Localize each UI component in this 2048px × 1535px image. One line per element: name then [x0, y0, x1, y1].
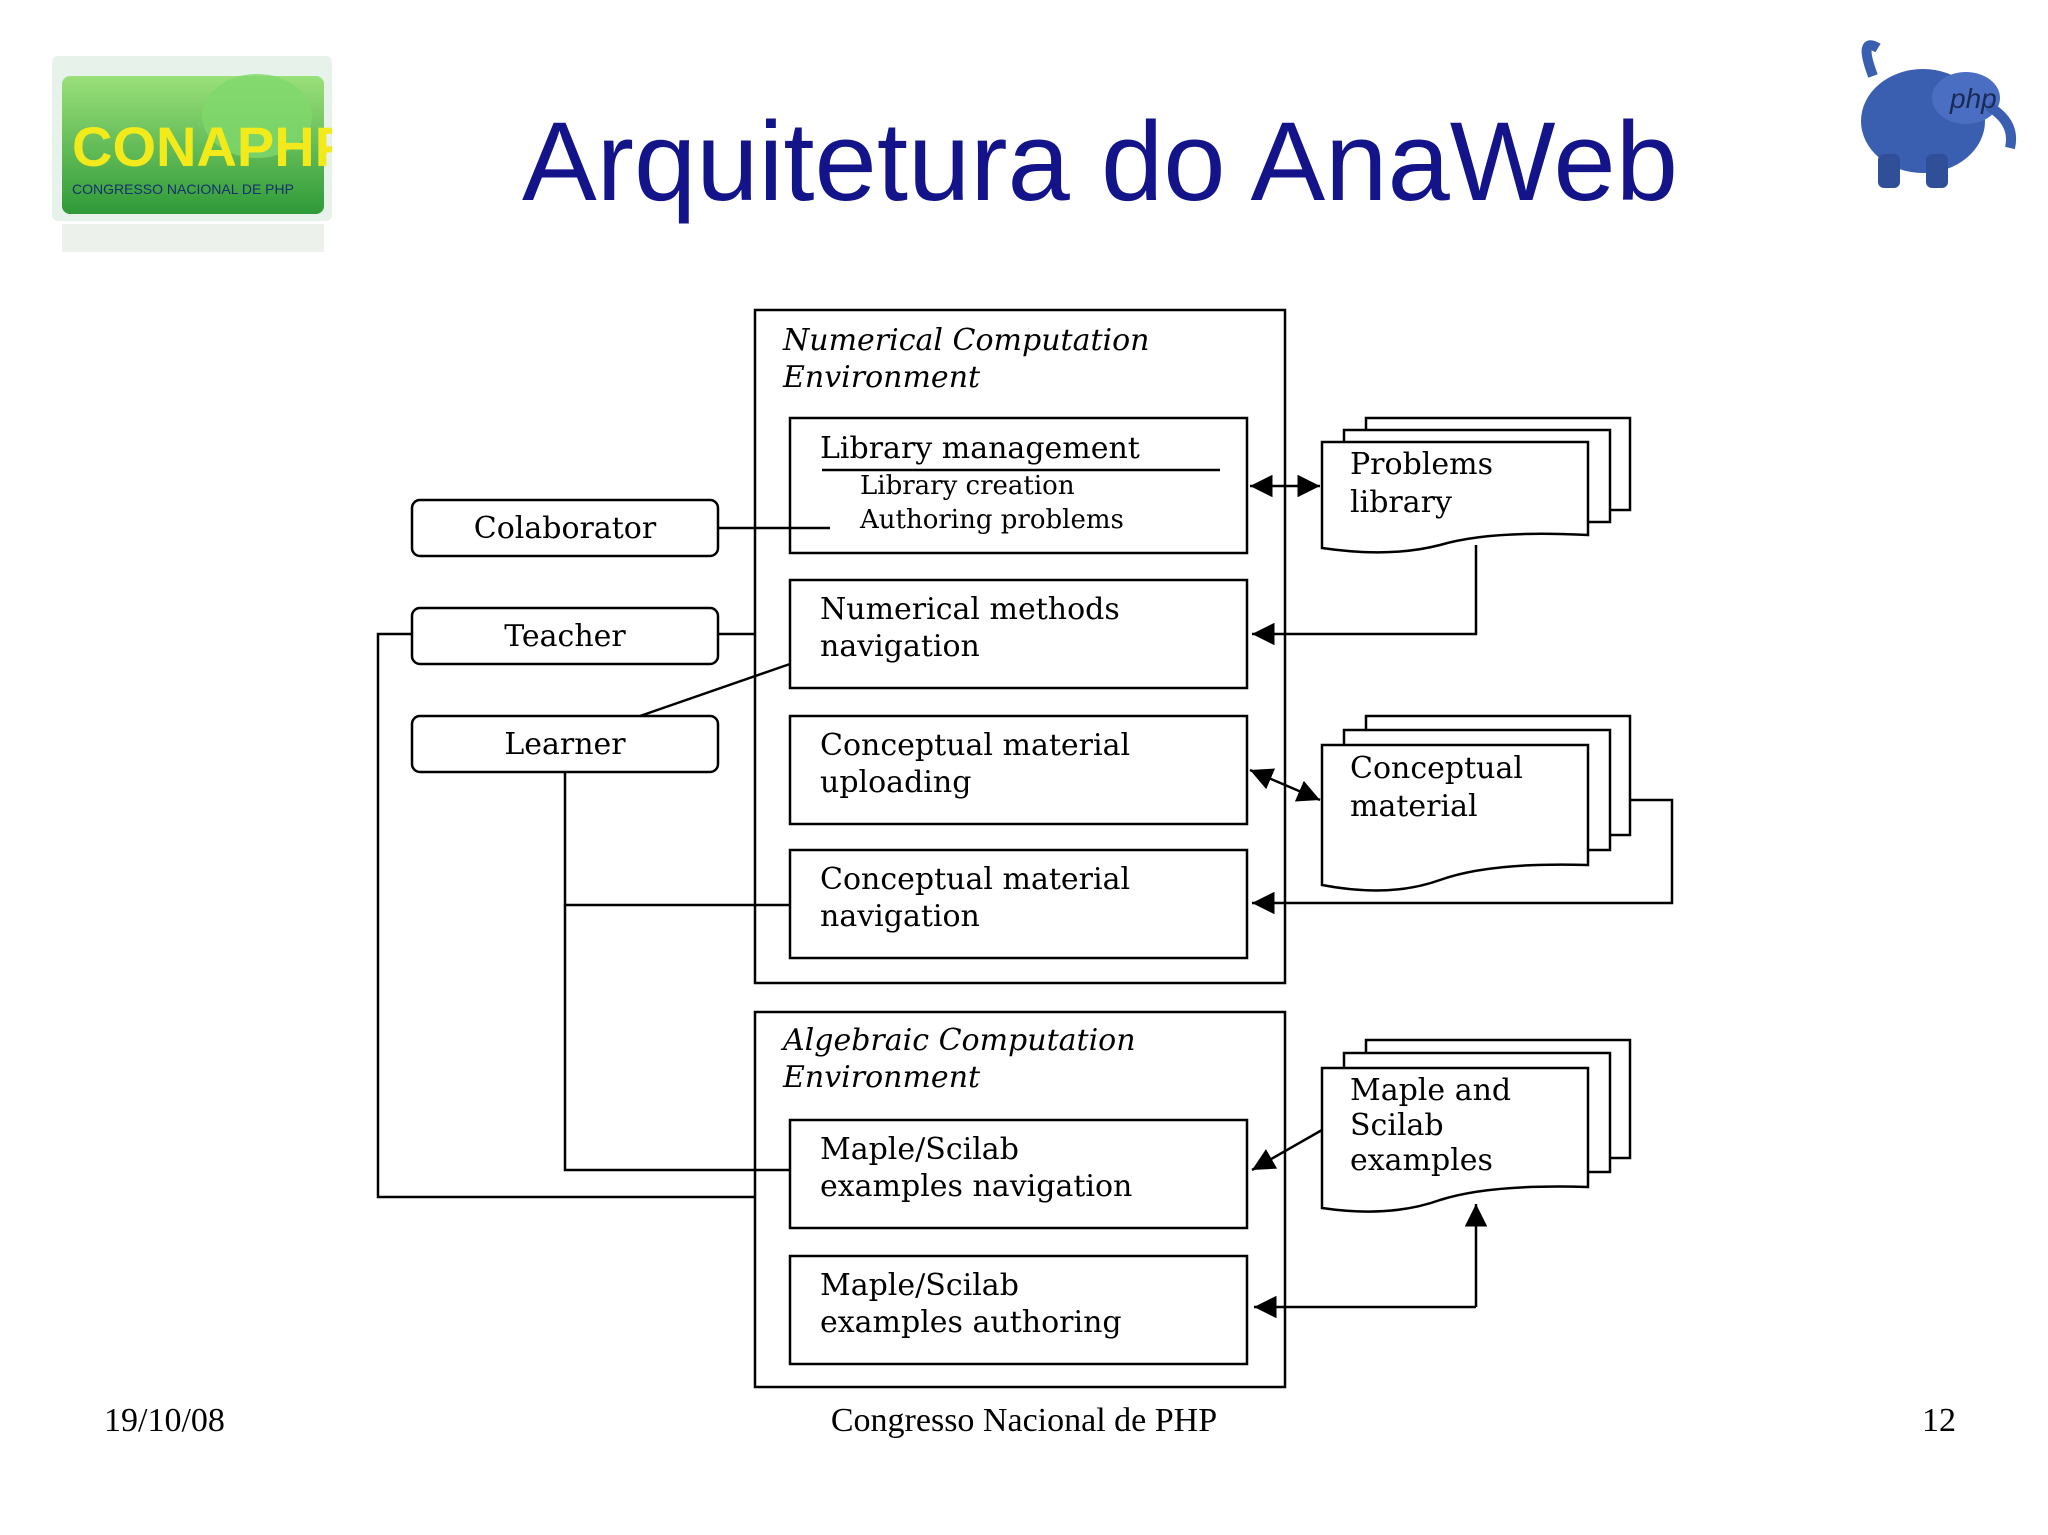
learner-numerical-connector — [639, 662, 791, 718]
teacher-maple-connector — [376, 632, 755, 1199]
conceptual-navigation-label-1: Conceptual material — [820, 862, 1130, 897]
maple-doc-label-1: Maple and — [1350, 1073, 1511, 1108]
conaphp-logo-text: CONAPHP — [72, 115, 332, 178]
footer-title: Congresso Nacional de PHP — [830, 1402, 1218, 1439]
maple-authoring-box — [788, 1254, 1249, 1366]
maple-navigation-label-2: examples navigation — [820, 1169, 1132, 1204]
colaborator-label: Colaborator — [474, 511, 657, 546]
slide-title: Arquitetura do AnaWeb — [521, 99, 1679, 224]
conaphp-logo: CONAPHP CONGRESSO NACIONAL DE PHP — [52, 56, 332, 252]
uploading-conceptual-arrow — [1249, 768, 1321, 802]
conceptual-uploading-label-2: uploading — [820, 765, 971, 800]
numerical-env-label-1: Numerical Computation — [782, 323, 1150, 358]
numerical-env-label-2: Environment — [782, 360, 981, 395]
maple-scilab-doc-stack — [1320, 1038, 1632, 1213]
teacher-box — [410, 606, 720, 666]
php-elephant-icon: php — [1861, 40, 2016, 188]
maple-navigation-label-1: Maple/Scilab — [820, 1132, 1019, 1167]
conceptual-navigation-label-2: navigation — [820, 899, 980, 934]
problems-library-doc-stack — [1320, 416, 1632, 554]
problems-doc-label-2: library — [1350, 485, 1452, 520]
algebraic-environment-box — [753, 1010, 1287, 1389]
problems-doc-label-1: Problems — [1350, 447, 1493, 482]
maple-authoring-label-1: Maple/Scilab — [820, 1268, 1019, 1303]
maple-navigation-arrow — [1251, 1128, 1323, 1172]
authoring-problems-label: Authoring problems — [859, 505, 1124, 535]
numerical-methods-label-1: Numerical methods — [820, 592, 1120, 627]
maple-doc-label-2: Scilab — [1350, 1108, 1444, 1143]
conceptual-doc-label-2: material — [1350, 789, 1478, 824]
library-creation-label: Library creation — [860, 471, 1075, 501]
conaphp-logo-subtext: CONGRESSO NACIONAL DE PHP — [72, 181, 294, 197]
numerical-methods-box — [788, 578, 1249, 690]
numerical-methods-label-2: navigation — [820, 629, 980, 664]
conceptual-doc-label-1: Conceptual — [1350, 751, 1523, 786]
conceptual-uploading-box — [788, 714, 1249, 826]
conceptual-navigation-arrow — [1252, 798, 1674, 915]
footer-date: 19/10/08 — [104, 1402, 225, 1439]
library-management-label: Library management — [820, 431, 1140, 466]
learner-maple-connector — [563, 905, 790, 1172]
numerical-environment-box — [753, 308, 1287, 985]
conceptual-material-doc-stack — [1320, 714, 1632, 892]
maple-navigation-box — [788, 1118, 1249, 1230]
maple-authoring-label-2: examples authoring — [820, 1305, 1122, 1340]
conceptual-uploading-label-1: Conceptual material — [820, 728, 1130, 763]
teacher-label: Teacher — [504, 619, 626, 654]
algebraic-env-label-2: Environment — [782, 1060, 981, 1095]
maple-doc-label-3: examples — [1350, 1143, 1493, 1178]
algebraic-env-label-1: Algebraic Computation — [780, 1023, 1136, 1058]
page-number: 12 — [1922, 1402, 1956, 1439]
learner-label: Learner — [504, 727, 626, 762]
library-management-box — [788, 416, 1249, 555]
php-elephant-text: php — [1949, 83, 1997, 114]
problems-numerical-arrow — [1252, 545, 1478, 646]
